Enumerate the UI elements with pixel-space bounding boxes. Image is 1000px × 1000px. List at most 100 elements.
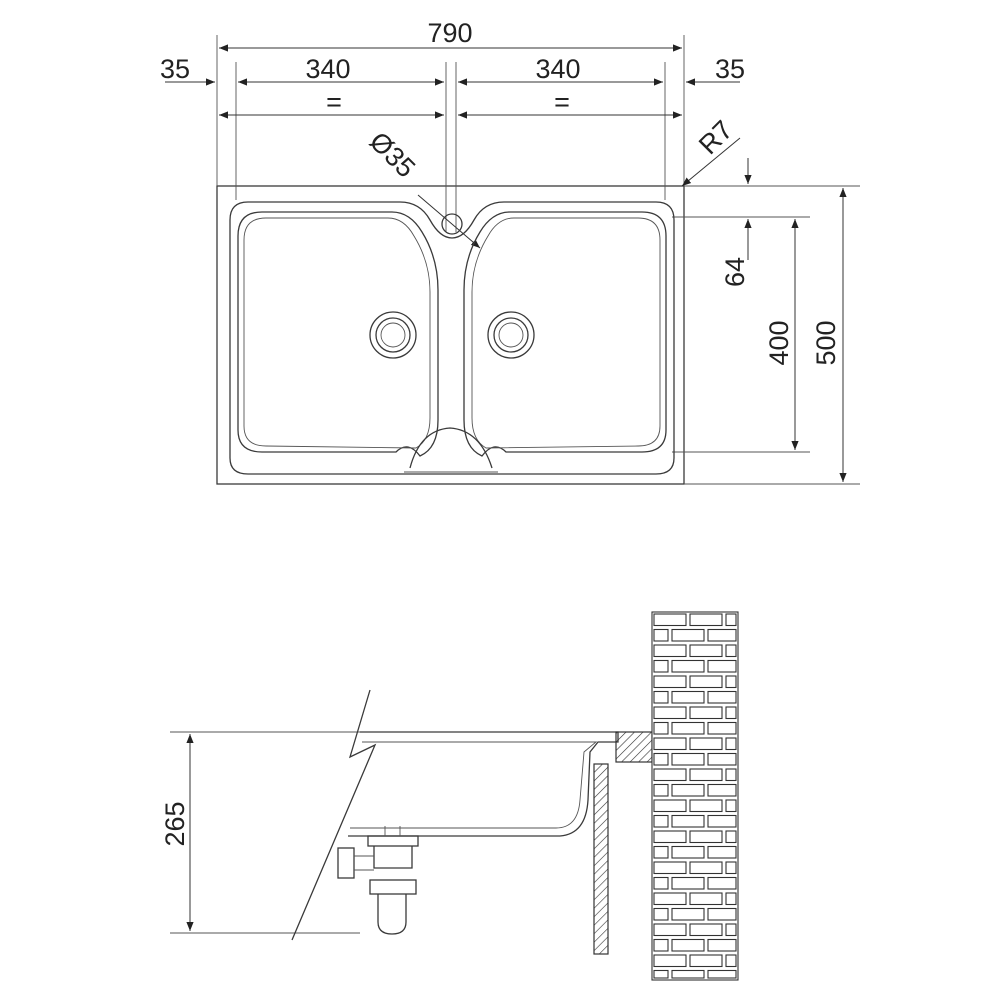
equal-left-label: = <box>326 87 342 117</box>
brick <box>689 954 723 968</box>
tap-hole <box>441 213 463 235</box>
right-drain <box>487 311 535 359</box>
sink-section <box>348 731 619 837</box>
brick <box>653 799 687 813</box>
brick <box>689 830 723 844</box>
brick <box>653 675 687 689</box>
brick <box>689 861 723 875</box>
brick <box>653 613 687 627</box>
brick <box>653 938 669 952</box>
brick <box>671 783 705 797</box>
left-drain <box>369 311 417 359</box>
brick <box>653 861 687 875</box>
brick <box>725 830 737 844</box>
brick <box>653 752 669 766</box>
overall-depth-label: 500 <box>811 320 841 365</box>
brick <box>725 954 737 968</box>
brick <box>653 706 687 720</box>
brick <box>689 923 723 937</box>
margin-right-label: 35 <box>715 54 745 84</box>
brick <box>689 892 723 906</box>
brick <box>653 845 669 859</box>
brick <box>725 768 737 782</box>
brick <box>707 845 737 859</box>
brick <box>653 954 687 968</box>
tap-hole-leader <box>417 194 481 249</box>
equal-right-label: = <box>554 87 570 117</box>
brick <box>653 876 669 890</box>
brick <box>653 907 669 921</box>
brick <box>653 721 669 735</box>
brick <box>725 675 737 689</box>
brick <box>671 845 705 859</box>
brick <box>707 752 737 766</box>
overflow-notch <box>409 427 493 469</box>
brick <box>671 628 705 642</box>
left-bowl-width-label: 340 <box>305 54 350 84</box>
brick <box>707 814 737 828</box>
brick <box>671 752 705 766</box>
rim-outline <box>229 201 675 475</box>
top-offset-label: 64 <box>720 257 750 287</box>
brick <box>671 721 705 735</box>
brick <box>671 659 705 673</box>
right-bowl <box>463 211 667 457</box>
brick <box>707 628 737 642</box>
brick <box>671 876 705 890</box>
wall-bracket <box>615 731 653 763</box>
brick <box>653 628 669 642</box>
brick-wall <box>651 611 739 981</box>
height-label: 265 <box>160 801 190 846</box>
brick <box>689 675 723 689</box>
brick <box>725 737 737 751</box>
brick <box>725 706 737 720</box>
brick <box>653 737 687 751</box>
brick <box>689 613 723 627</box>
brick <box>707 783 737 797</box>
brick <box>707 938 737 952</box>
brick <box>653 969 669 979</box>
brick <box>725 613 737 627</box>
side-view: 265 <box>160 611 739 981</box>
support-leg <box>593 763 609 955</box>
left-bowl <box>237 211 439 457</box>
brick <box>653 923 687 937</box>
drain-assembly <box>337 826 419 935</box>
brick <box>653 892 687 906</box>
brick <box>671 938 705 952</box>
sink-outline <box>216 185 685 485</box>
brick <box>689 768 723 782</box>
radius-leader <box>681 137 741 187</box>
brick <box>689 737 723 751</box>
top-view: 790 35 340 340 35 = = Ø35 R7 64 400 500 <box>160 18 860 485</box>
brick <box>689 706 723 720</box>
brick <box>725 923 737 937</box>
brick <box>653 783 669 797</box>
right-bowl-width-label: 340 <box>535 54 580 84</box>
break-line <box>291 689 377 941</box>
brick <box>725 644 737 658</box>
brick <box>653 830 687 844</box>
brick <box>707 690 737 704</box>
brick <box>671 814 705 828</box>
bowl-depth-label: 400 <box>764 320 794 365</box>
brick <box>707 659 737 673</box>
brick <box>671 907 705 921</box>
brick <box>725 892 737 906</box>
brick <box>707 907 737 921</box>
corner-radius-label: R7 <box>693 115 739 161</box>
margin-left-label: 35 <box>160 54 190 84</box>
brick <box>689 799 723 813</box>
brick <box>671 690 705 704</box>
brick <box>689 644 723 658</box>
brick <box>653 690 669 704</box>
brick <box>653 659 669 673</box>
brick <box>707 721 737 735</box>
overall-width-label: 790 <box>427 18 472 48</box>
brick <box>653 814 669 828</box>
brick <box>671 969 705 979</box>
brick <box>653 768 687 782</box>
brick <box>725 799 737 813</box>
tap-hole-label: Ø35 <box>364 126 421 183</box>
